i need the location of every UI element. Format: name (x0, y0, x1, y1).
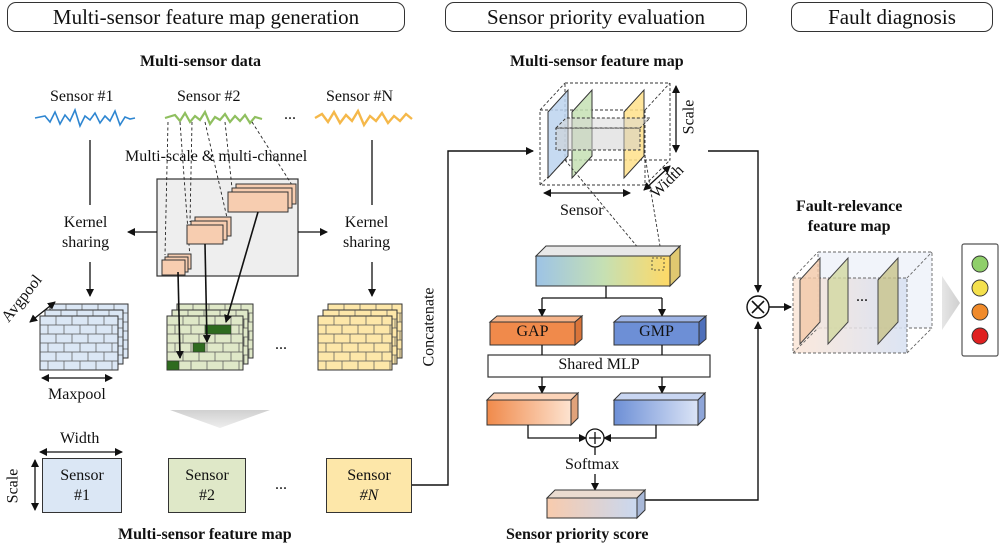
feature-stack-sensor-1 (39, 303, 129, 371)
scale-axis-label: Scale (680, 99, 698, 135)
sensor-axis-label: Sensor (560, 202, 604, 219)
sensor-n-signal (314, 108, 413, 128)
sensor-1-label: Sensor #1 (50, 88, 114, 105)
feature-sheet (317, 315, 393, 371)
indicator-light (971, 327, 989, 345)
fault-relevance-cube (792, 251, 933, 354)
output-arrow (942, 276, 960, 330)
shared-mlp-label: Shared MLP (558, 356, 640, 373)
priority-feature-map-title: Multi-sensor feature map (510, 53, 684, 70)
sensor-ellipsis: ... (284, 106, 296, 123)
downsample-arrow (170, 410, 270, 428)
concatenate-label: Concatenate (420, 287, 438, 367)
feature-tile-sensor-1: Sensor#1 (42, 458, 122, 513)
multi-sensor-feature-cube (539, 82, 671, 186)
stack-ellipsis: ... (275, 336, 287, 353)
sensor-2-signal (164, 109, 263, 127)
gap-block (488, 314, 584, 347)
gap-label: GAP (516, 323, 549, 340)
panel-header-diagnosis: Fault diagnosis (791, 2, 993, 32)
priority-score-bar (545, 488, 647, 520)
scale-label: Scale (4, 468, 22, 504)
multi-sensor-feature-map-title: Multi-sensor feature map (118, 526, 292, 543)
feature-tensor-bar (534, 244, 682, 288)
kernel-large (227, 183, 297, 213)
gap-mlp-output (485, 391, 580, 427)
indicator-light (971, 255, 989, 273)
gmp-mlp-output (612, 391, 707, 427)
fault-ellipsis: ... (856, 288, 868, 305)
sensor-priority-score-title: Sensor priority score (506, 526, 649, 543)
kernel-small (161, 253, 192, 276)
sensor-1-signal (34, 107, 136, 129)
tile-ellipsis: ... (275, 476, 287, 493)
kernel-medium (186, 216, 232, 245)
feature-stack-sensor-n (317, 303, 403, 371)
multi-sensor-data-title: Multi-sensor data (140, 53, 262, 70)
panel-header-generation: Multi-sensor feature map generation (7, 2, 405, 32)
panel-header-priority: Sensor priority evaluation (445, 2, 747, 32)
shared-mlp-box (487, 354, 711, 378)
indicator-light (971, 279, 989, 297)
gmp-label: GMP (639, 323, 674, 340)
sensor-2-label: Sensor #2 (177, 88, 241, 105)
indicator-light (971, 303, 989, 321)
gmp-block (612, 314, 708, 347)
feature-sheet (39, 315, 119, 371)
softmax-label: Softmax (565, 456, 620, 473)
fault-indicator-panel (961, 243, 999, 357)
sensor-n-label: Sensor #N (326, 88, 394, 105)
feature-tile-sensor-n: Sensor#N (326, 458, 412, 513)
maxpool-label: Maxpool (48, 386, 106, 403)
fault-indicator-lights (971, 255, 989, 345)
width-label: Width (60, 430, 100, 447)
feature-tile-sensor-2: Sensor#2 (168, 458, 246, 513)
multiscale-label: Multi-scale & multi-channel (125, 148, 308, 165)
